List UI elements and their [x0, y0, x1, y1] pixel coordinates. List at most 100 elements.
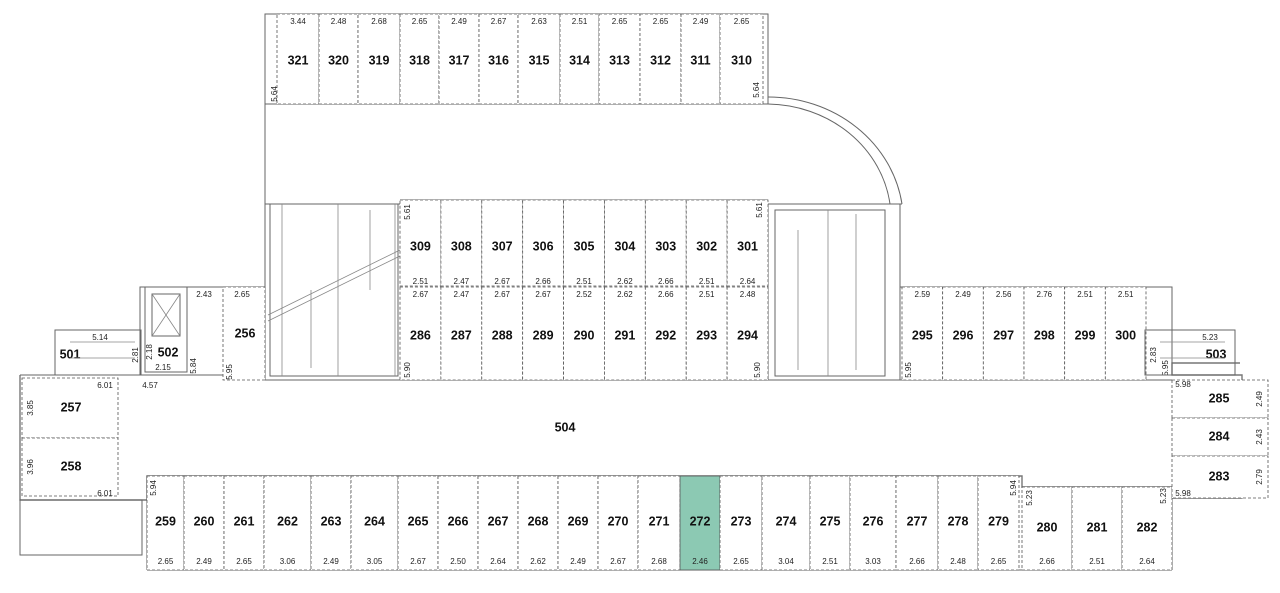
room-256[interactable] [222, 286, 266, 381]
room-312[interactable] [639, 13, 682, 105]
room-307[interactable] [481, 199, 524, 287]
room-302[interactable] [685, 199, 728, 287]
room-label-300: 300 [1115, 328, 1136, 342]
room-271[interactable] [637, 475, 681, 571]
room-277[interactable] [895, 475, 939, 571]
room-label-318: 318 [409, 53, 430, 67]
room-258[interactable] [21, 437, 119, 497]
room-309[interactable] [399, 199, 442, 287]
room-label-503: 503 [1206, 347, 1227, 361]
room-293[interactable] [685, 286, 728, 381]
room-282[interactable] [1121, 486, 1173, 571]
room-306[interactable] [522, 199, 564, 287]
room-285[interactable] [1171, 379, 1269, 419]
room-257[interactable] [21, 377, 119, 439]
room-299[interactable] [1064, 286, 1106, 381]
room-297[interactable] [982, 286, 1025, 381]
room-275[interactable] [809, 475, 851, 571]
room-287[interactable] [440, 286, 483, 381]
room-label-283: 283 [1209, 469, 1230, 483]
dim-256-b: 2.65 [234, 290, 250, 299]
room-316[interactable] [478, 13, 519, 105]
room-281[interactable] [1071, 486, 1123, 571]
room-label-321: 321 [288, 53, 309, 67]
room-dim-302: 2.51 [699, 277, 715, 286]
room-290[interactable] [563, 286, 605, 381]
dim-601-a: 6.01 [97, 381, 113, 390]
room-301[interactable] [726, 199, 769, 287]
room-dim-313: 2.65 [612, 17, 628, 26]
room-305[interactable] [563, 199, 605, 287]
room-272[interactable] [679, 475, 721, 571]
room-278[interactable] [937, 475, 979, 571]
room-dim-306: 2.66 [535, 277, 551, 286]
room-310[interactable] [719, 13, 764, 105]
room-292[interactable] [644, 286, 687, 381]
room-279[interactable] [977, 475, 1020, 571]
room-label-270: 270 [608, 514, 629, 528]
room-294[interactable] [726, 286, 769, 381]
room-dim-303: 2.66 [658, 277, 674, 286]
room-304[interactable] [604, 199, 646, 287]
dim-256-v: 5.95 [225, 364, 234, 380]
room-318[interactable] [399, 13, 440, 105]
room-267[interactable] [477, 475, 519, 571]
room-311[interactable] [680, 13, 721, 105]
dim-598-b: 5.98 [1175, 489, 1191, 498]
dim-564-a: 5.64 [270, 86, 279, 102]
room-label-276: 276 [863, 514, 884, 528]
room-280[interactable] [1021, 486, 1073, 571]
room-dim-288: 2.67 [494, 290, 510, 299]
room-298[interactable] [1023, 286, 1066, 381]
room-276[interactable] [849, 475, 897, 571]
room-label-303: 303 [655, 239, 676, 253]
room-269[interactable] [557, 475, 599, 571]
room-dim-257: 3.85 [26, 400, 35, 416]
room-289[interactable] [522, 286, 564, 381]
room-268[interactable] [517, 475, 559, 571]
room-274[interactable] [761, 475, 811, 571]
room-319[interactable] [357, 13, 401, 105]
room-label-277: 277 [907, 514, 928, 528]
room-dim-259: 2.65 [158, 557, 174, 566]
room-303[interactable] [644, 199, 687, 287]
room-dim-275: 2.51 [822, 557, 838, 566]
room-dim-300: 2.51 [1118, 290, 1134, 299]
room-label-289: 289 [533, 328, 554, 342]
dim-503-b: 2.83 [1149, 347, 1158, 363]
room-308[interactable] [440, 199, 483, 287]
room-label-315: 315 [529, 53, 550, 67]
room-label-310: 310 [731, 53, 752, 67]
room-264[interactable] [350, 475, 399, 571]
room-262[interactable] [263, 475, 312, 571]
room-dim-317: 2.49 [451, 17, 467, 26]
room-259[interactable] [146, 475, 185, 571]
room-317[interactable] [438, 13, 480, 105]
room-label-309: 309 [410, 239, 431, 253]
room-270[interactable] [597, 475, 639, 571]
room-label-284: 284 [1209, 429, 1230, 443]
room-273[interactable] [719, 475, 763, 571]
room-314[interactable] [559, 13, 600, 105]
room-313[interactable] [598, 13, 641, 105]
room-300[interactable] [1104, 286, 1147, 381]
room-dim-264: 3.05 [367, 557, 383, 566]
room-260[interactable] [183, 475, 225, 571]
room-284[interactable] [1171, 417, 1269, 457]
room-label-267: 267 [488, 514, 509, 528]
room-283[interactable] [1171, 455, 1269, 499]
room-265[interactable] [397, 475, 439, 571]
room-295[interactable] [901, 286, 944, 381]
room-320[interactable] [318, 13, 359, 105]
room-263[interactable] [310, 475, 352, 571]
room-dim-307: 2.67 [494, 277, 510, 286]
room-dim-319: 2.68 [371, 17, 387, 26]
room-dim-290: 2.52 [576, 290, 592, 299]
room-dim-292: 2.66 [658, 290, 674, 299]
room-261[interactable] [223, 475, 265, 571]
room-dim-284: 2.43 [1255, 429, 1264, 445]
room-label-316: 316 [488, 53, 509, 67]
room-296[interactable] [942, 286, 984, 381]
dim-595-m: 5.95 [904, 362, 913, 378]
